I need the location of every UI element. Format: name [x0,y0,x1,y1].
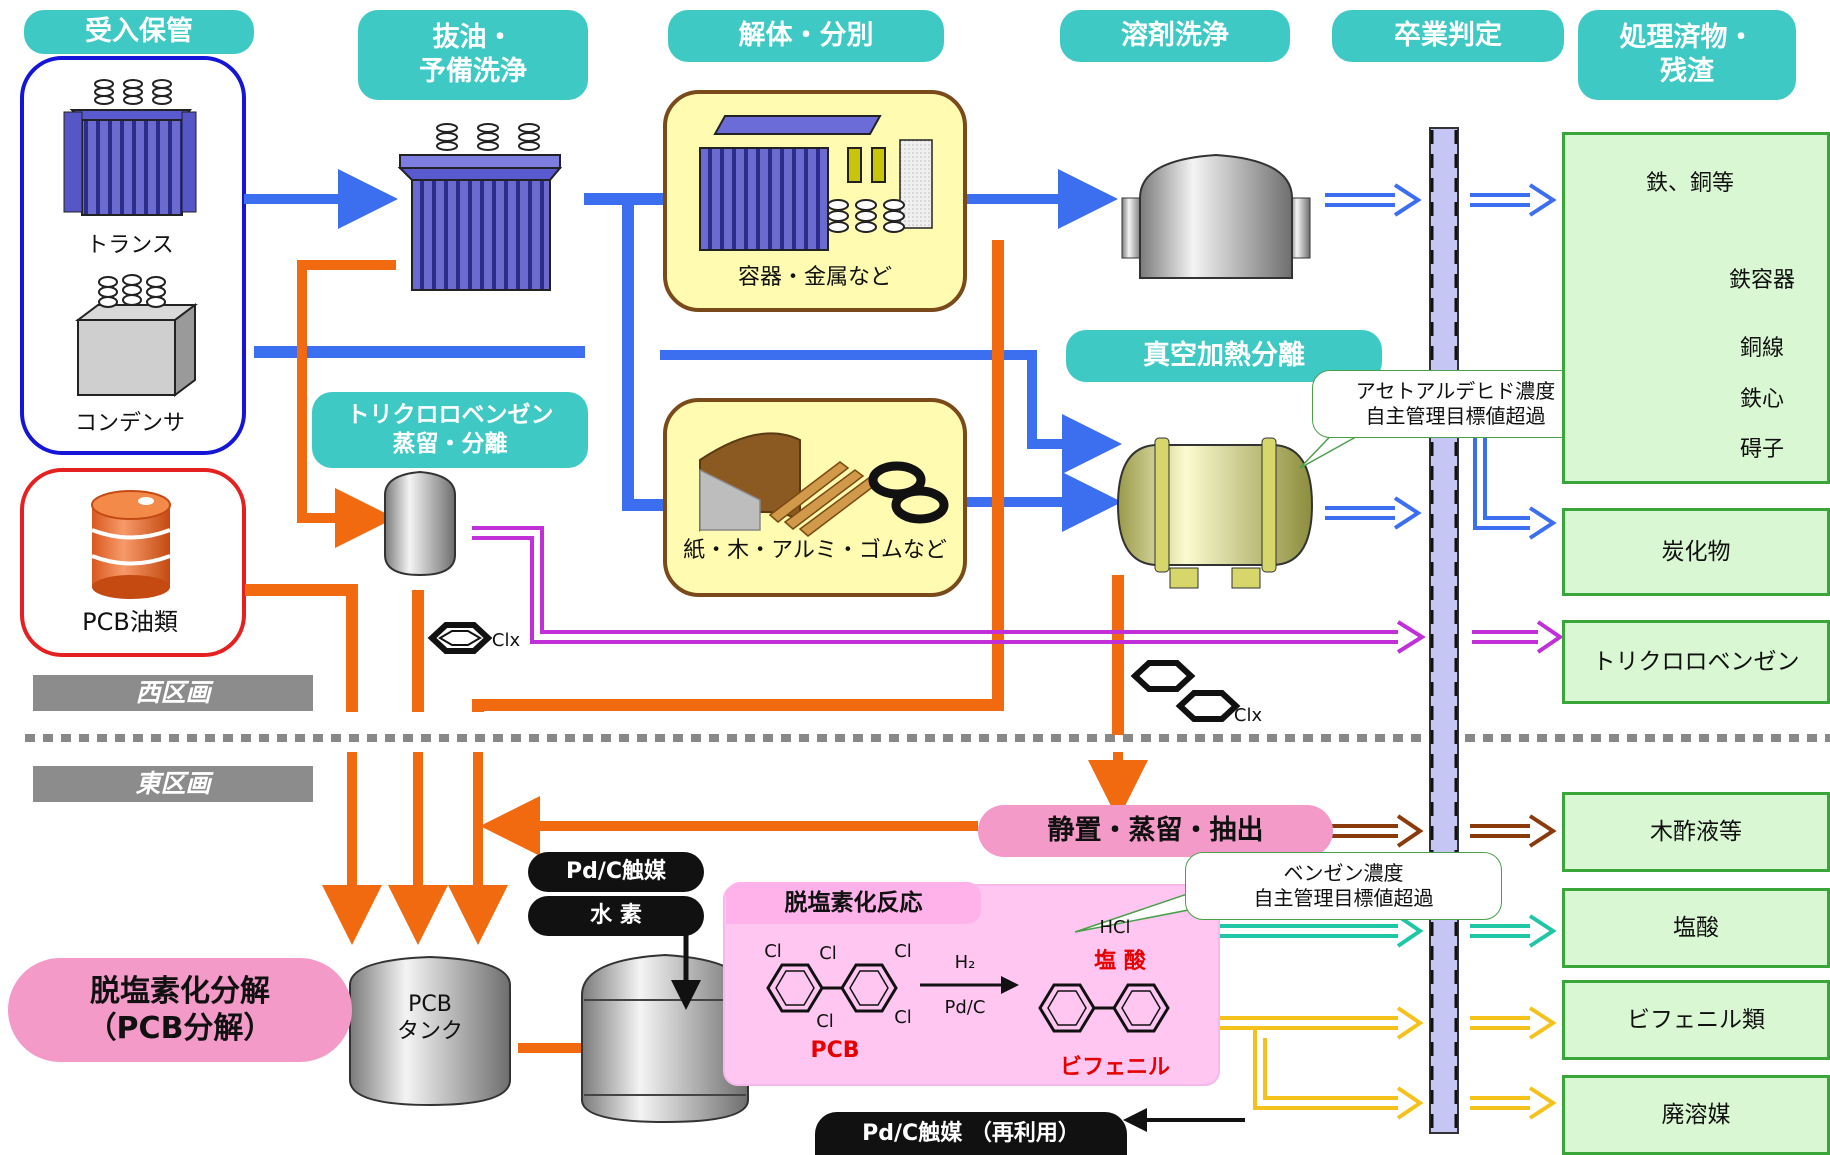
vacuum-heating-vessel [1116,437,1314,589]
graduation-column [1429,127,1459,1134]
dechlorination-reaction-title: 脱塩素化反応 [726,882,981,924]
dechlorination-decomposition: 脱塩素化分解 （PCB分解） [8,958,352,1062]
output-wood-vinegar: 木酢液等 [1562,792,1830,872]
label-clx-2: Clx [1233,704,1263,726]
reactant-cl-1: Cl [764,940,782,962]
tcb-still-vessel [384,470,456,577]
output-metals-panel [1562,132,1830,484]
output-copper-wire: 銅線 [1739,336,1784,362]
hydrogen-label: 水 素 [528,896,704,936]
container-metal-box [663,90,967,312]
output-biphenyls: ビフェニル類 [1562,980,1830,1060]
drained-transformer-illustration [397,123,563,291]
header-receiving: 受入保管 [24,10,254,54]
header-oil-removal: 抜油・ 予備洗浄 [358,10,588,100]
header-tcb-distill: トリクロロベンゼン 蒸留・分離 [312,392,588,468]
header-solvent-wash: 溶剤洗浄 [1060,10,1290,62]
label-pcb-oil: PCB油類 [82,608,178,636]
zone-label-east: 東区画 [33,766,313,802]
blue-double-arrows [1325,183,1557,540]
output-trichlorobenzene: トリクロロベンゼン [1562,620,1830,704]
output-waste-solvent: 廃溶媒 [1562,1075,1830,1155]
purple-flow [472,526,1564,654]
catalyst-reuse-label: Pd/C触媒 （再利用） [815,1112,1127,1155]
reactant-cl-4: Cl [816,1010,834,1032]
benzene-callout: ベンゼン濃度 自主管理目標値超過 [1185,852,1502,920]
transformer-illustration [63,79,197,216]
solvent-wash-vessel [1121,153,1311,279]
teal-double-arrows [1195,914,1557,948]
h2-label: H₂ [954,951,976,973]
condenser-illustration [75,274,198,397]
output-iron-core: 鉄心 [1739,387,1784,413]
label-paper-wood: 紙・木・アルミ・ゴムなど [683,538,947,564]
reactant-cl-5: Cl [894,1006,912,1028]
brown-double-arrows [1328,814,1557,848]
dechlorination-panel [723,884,1220,1086]
label-transformer: トランス [86,233,174,259]
orange-flow-lines [245,240,1148,1078]
paper-wood-box [663,398,967,597]
oil-drum-illustration [91,490,171,599]
header-graduation: 卒業判定 [1332,10,1564,62]
label-condenser: コンデンサ [74,411,185,437]
pdc-label: Pd/C [944,996,986,1018]
zone-label-west: 西区画 [33,675,313,711]
output-iron-container: 鉄容器 [1728,268,1795,294]
header-products: 処理済物・ 残渣 [1578,10,1796,100]
output-carbide: 炭化物 [1562,508,1830,596]
label-container-metal: 容器・金属など [737,265,892,291]
output-hydrochloric-acid: 塩酸 [1562,888,1830,968]
header-vacuum-heat: 真空加熱分離 [1066,330,1382,382]
pcb-tank-vessel [349,955,511,1107]
label-clx-1: Clx [491,629,521,651]
header-disassembly: 解体・分別 [668,10,944,62]
hcl-label: HCl [1099,916,1131,938]
output-metals-label: 鉄、銅等 [1645,171,1734,197]
reactant-cl-3: Cl [894,940,912,962]
hydrochloric-acid-label: 塩 酸 [1094,949,1146,975]
blue-flow-lines [244,169,1122,532]
settle-distill-extract: 静置・蒸留・抽出 [978,805,1333,857]
label-pcb-tank: PCB タンク [396,991,463,1045]
catalyst-label: Pd/C触媒 [528,852,704,892]
pcb-label: PCB [810,1038,860,1064]
output-insulator: 碍子 [1739,437,1784,463]
acetaldehyde-callout: アセトアルデヒド濃度 自主管理目標値超過 [1312,370,1599,438]
yellow-double-arrows [1195,1006,1557,1120]
reactant-cl-2: Cl [819,942,837,964]
biphenyl-label: ビフェニル [1059,1055,1170,1081]
benzene-ring-icons [427,622,1241,722]
